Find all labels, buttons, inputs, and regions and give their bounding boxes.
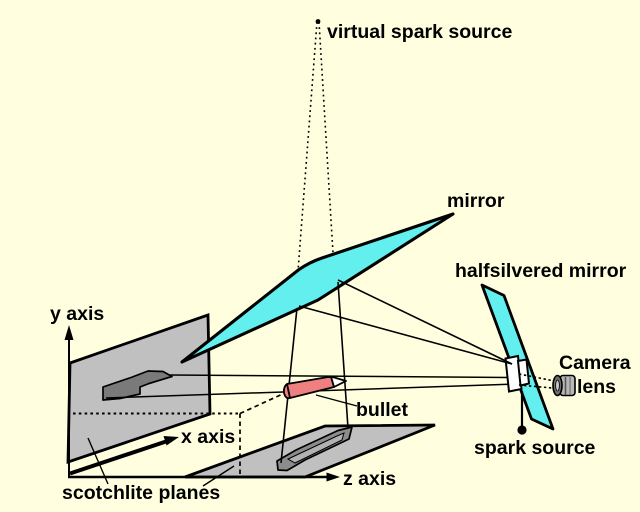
camera-dotted-beam-upper: [518, 373, 553, 382]
spark-source-base-ball: [517, 425, 527, 435]
scotchlite-callout-line-left: [87, 437, 109, 485]
label-z-axis: z axis: [343, 468, 396, 490]
label-x-axis: x axis: [181, 426, 235, 448]
main-mirror: [180, 212, 455, 364]
camera-lens-glass: [555, 379, 560, 392]
label-lens: lens: [577, 376, 616, 398]
spark-ray-lower-line: [298, 305, 513, 365]
camera-dotted-beam-lower: [518, 384, 553, 389]
camera-beam-upper-line: [169, 374, 517, 379]
label-y-axis: y axis: [50, 303, 104, 325]
y-axis-arrowhead-icon: [64, 325, 74, 340]
spark-ray-upper-line: [337, 279, 513, 365]
virtual-ray-left-dotted: [297, 21, 318, 272]
virtual-spark-source-point: [315, 19, 321, 24]
bullet-tip: [330, 375, 347, 388]
x-axis-line: [69, 438, 170, 476]
spark-source-housing-front: [516, 358, 531, 387]
label-spark-source: spark source: [474, 437, 596, 459]
bullet-callout-line: [315, 394, 358, 407]
label-scotchlite-planes: scotchlite planes: [62, 482, 220, 504]
x-axis-arrowhead-icon: [163, 436, 179, 446]
camera-lens-icon: [552, 374, 576, 397]
virtual-ray-right-dotted: [318, 21, 334, 254]
scotchlite-callout-line-right: [202, 465, 235, 487]
hidden-edge-diagonal-dashed: [239, 391, 288, 415]
bullet-graphic: [282, 375, 347, 400]
label-camera: Camera: [559, 352, 631, 374]
label-mirror: mirror: [447, 190, 505, 212]
bullet-shadow-vertical-plane: [102, 370, 173, 401]
label-halfsilvered-mirror: halfsilvered mirror: [455, 260, 627, 282]
bullet-shadow-ground-highlight: [286, 432, 345, 464]
label-bullet: bullet: [356, 399, 409, 421]
z-axis-arrowhead-icon: [326, 472, 340, 482]
label-virtual-spark-source: virtual spark source: [327, 21, 512, 43]
